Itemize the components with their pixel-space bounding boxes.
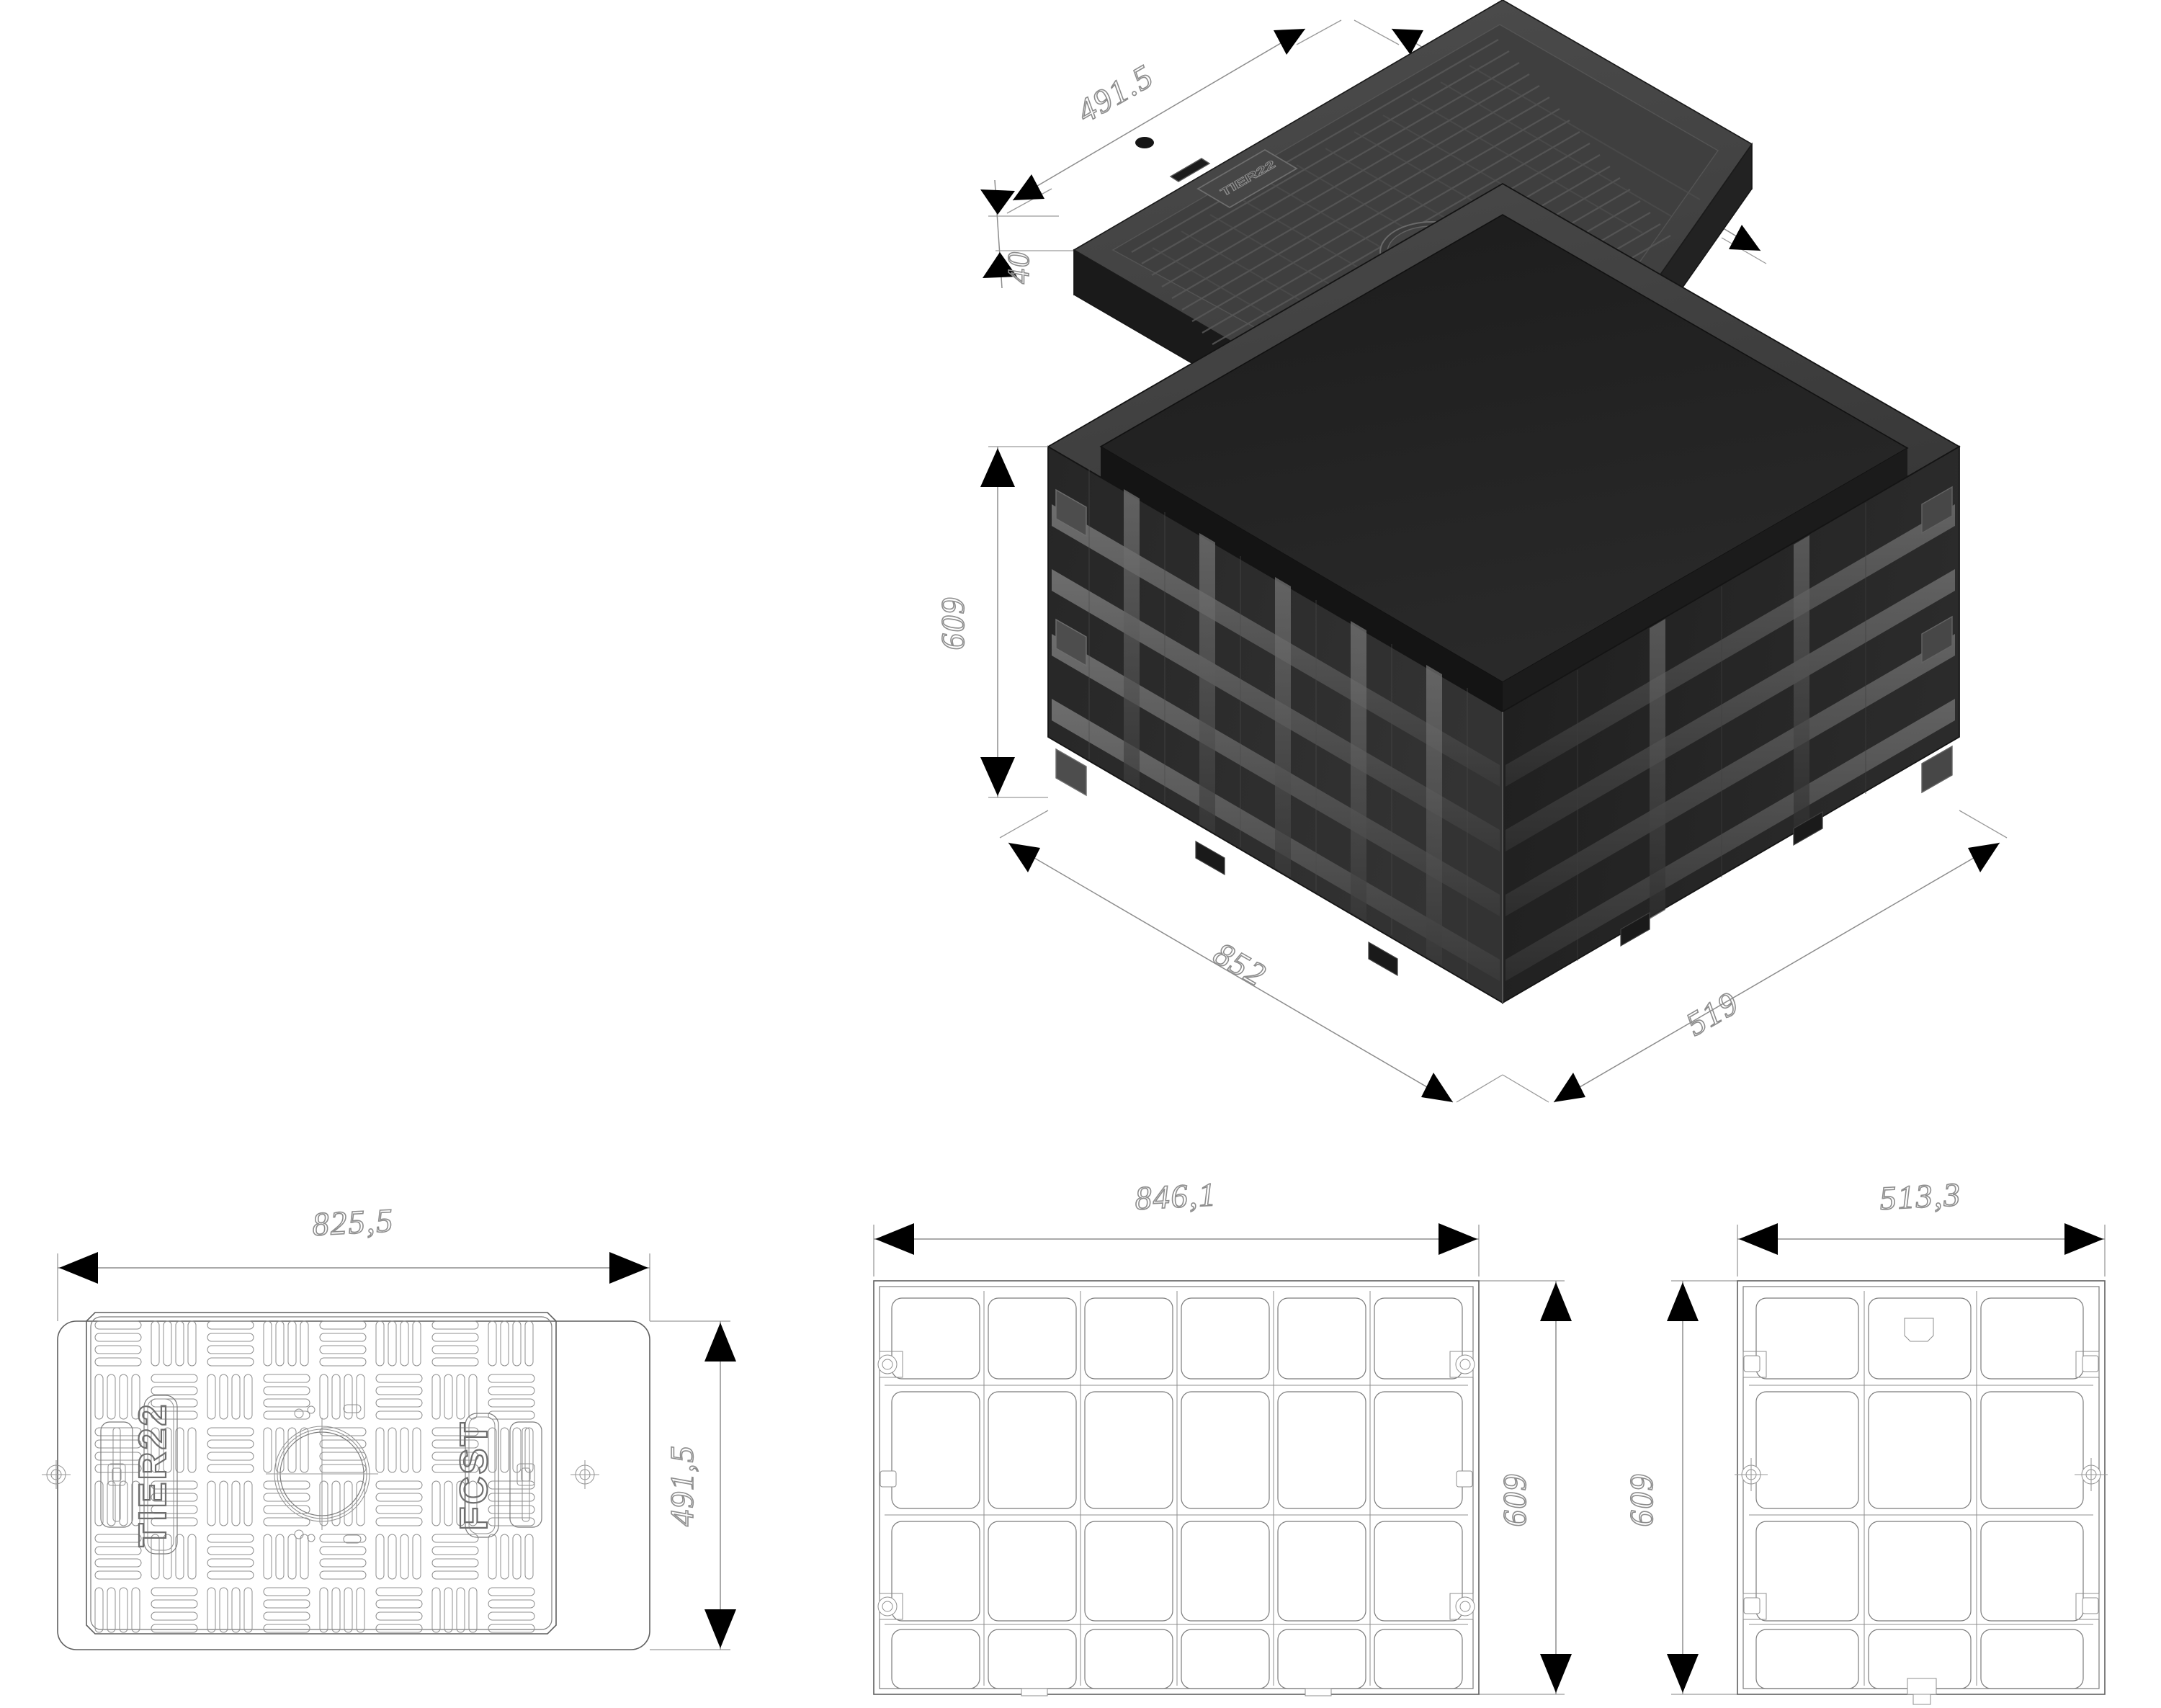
dim-label-body-width: 519 [1680, 984, 1745, 1043]
body-front-view: 846,1 609 [873, 1175, 1572, 1696]
emboss-panel-tier: TIER22 [130, 1395, 178, 1555]
dim-label-side-height: 609 [1623, 1473, 1660, 1527]
body-side-view: 513,3 609 [1622, 1175, 2108, 1705]
emboss-panel-brand: FCST [452, 1413, 499, 1538]
dim-label-side-width: 513,3 [1879, 1176, 1962, 1217]
dim-label-cover-thickness: 40 [1003, 251, 1036, 284]
side-corner-latches [1735, 1318, 2108, 1705]
front-corner-latches [877, 1351, 1475, 1620]
dimension-side-height: 609 [1622, 1280, 1737, 1695]
dim-label-top-width: 825,5 [311, 1202, 395, 1243]
dimension-body-height: 609 [934, 446, 1048, 798]
dimension-side-width: 513,3 [1737, 1175, 2106, 1276]
cover-top-view: 825,5 491,5 [42, 1201, 736, 1650]
body-3d [1047, 182, 1961, 1004]
dim-label-front-width: 846,1 [1134, 1176, 1217, 1217]
center-boss [266, 1404, 378, 1544]
front-cell-grid [885, 1291, 1468, 1689]
dimension-top-height: 491,5 [650, 1320, 736, 1650]
isometric-exploded-view: 491.5 825.5 40 [934, 0, 2008, 1103]
side-cell-grid [1749, 1291, 2093, 1689]
pin-hole-right [571, 1460, 599, 1489]
emboss-tier-label: TIER22 [131, 1402, 174, 1547]
dim-label-cover-width: 491.5 [1070, 57, 1160, 130]
dim-label-front-height: 609 [1496, 1473, 1533, 1527]
dimension-cover-thickness: 40 [980, 179, 1075, 289]
dimension-front-width: 846,1 [873, 1175, 1480, 1276]
dim-label-top-height: 491,5 [663, 1444, 700, 1526]
dim-label-body-length: 852 [1208, 935, 1273, 994]
lock-slot-left [100, 1421, 133, 1528]
dimension-top-width: 825,5 [57, 1201, 650, 1321]
dimension-front-height: 609 [1479, 1280, 1572, 1695]
lock-slot-right [509, 1421, 542, 1528]
emboss-brand-label: FCST [452, 1421, 496, 1531]
dim-label-body-height: 609 [934, 596, 971, 650]
pin-hole-left [42, 1460, 71, 1489]
